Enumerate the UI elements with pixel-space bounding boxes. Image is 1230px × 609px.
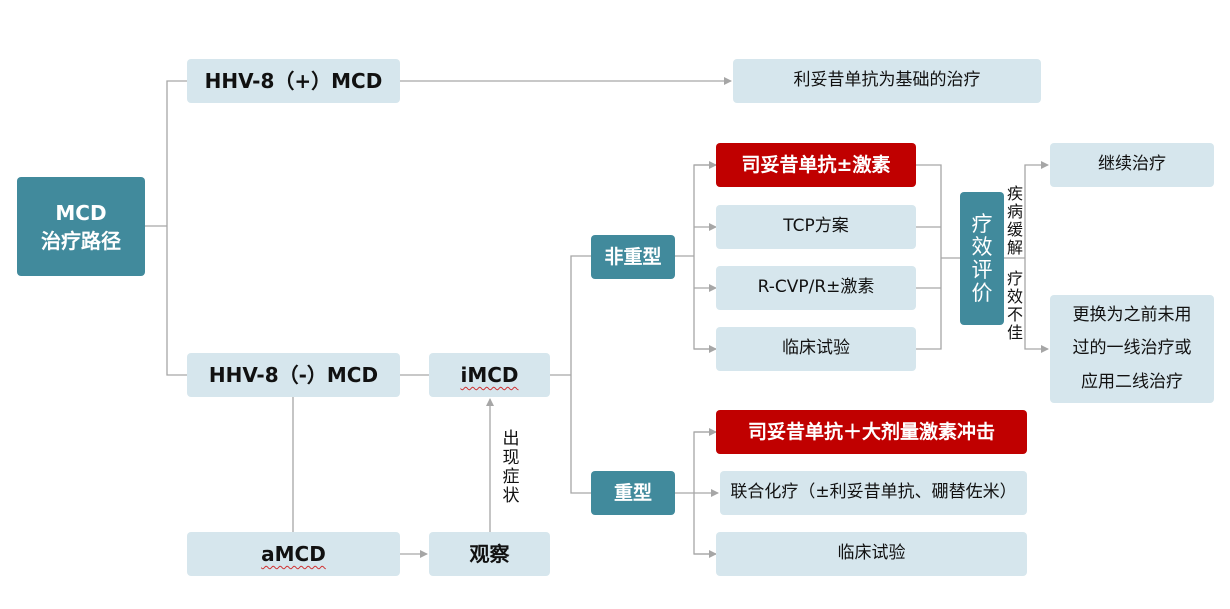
non-severe-option-trial: 临床试验 — [716, 327, 916, 371]
non-severe-option-tcp: TCP方案 — [716, 205, 916, 249]
non-severe-node: 非重型 — [591, 235, 675, 279]
non-severe-option-rcvp: R-CVP/R±激素 — [716, 266, 916, 310]
continue-treatment-node: 继续治疗 — [1050, 143, 1214, 187]
change-treatment-node: 更换为之前未用 过的一线治疗或 应用二线治疗 — [1050, 295, 1214, 403]
change-treatment-line1: 更换为之前未用 — [1072, 305, 1192, 326]
severe-option-combination-chemo: 联合化疗（±利妥昔单抗、硼替佐米） — [720, 471, 1027, 515]
non-severe-option-siltuximab: 司妥昔单抗±激素 — [716, 143, 916, 187]
change-treatment-line2: 过的一线治疗或 — [1072, 338, 1192, 359]
imcd-label: iMCD — [460, 363, 519, 387]
severe-option-siltuximab-steroid: 司妥昔单抗＋大剂量激素冲击 — [716, 410, 1027, 454]
root-line2: 治疗路径 — [41, 228, 121, 253]
change-treatment-line3: 应用二线治疗 — [1081, 371, 1183, 392]
hhv8-positive-node: HHV-8（+）MCD — [187, 59, 400, 103]
poor-response-label: 疗效不佳 — [1006, 269, 1023, 342]
root-node: MCD 治疗路径 — [17, 177, 145, 276]
amcd-label: aMCD — [261, 542, 326, 566]
rituximab-based-treatment-node: 利妥昔单抗为基础的治疗 — [733, 59, 1041, 103]
evaluation-node: 疗效评价 — [960, 192, 1004, 325]
hhv8-negative-node: HHV-8（-）MCD — [187, 353, 400, 397]
evaluation-label: 疗效评价 — [971, 211, 993, 305]
imcd-node: iMCD — [429, 353, 550, 397]
amcd-node: aMCD — [187, 532, 400, 576]
severe-option-trial: 临床试验 — [716, 532, 1027, 576]
symptom-label: 出现症状 — [502, 429, 520, 506]
root-line1: MCD — [55, 200, 107, 225]
remission-label: 疾病缓解 — [1006, 184, 1023, 257]
severe-node: 重型 — [591, 471, 675, 515]
observe-node: 观察 — [429, 532, 550, 576]
